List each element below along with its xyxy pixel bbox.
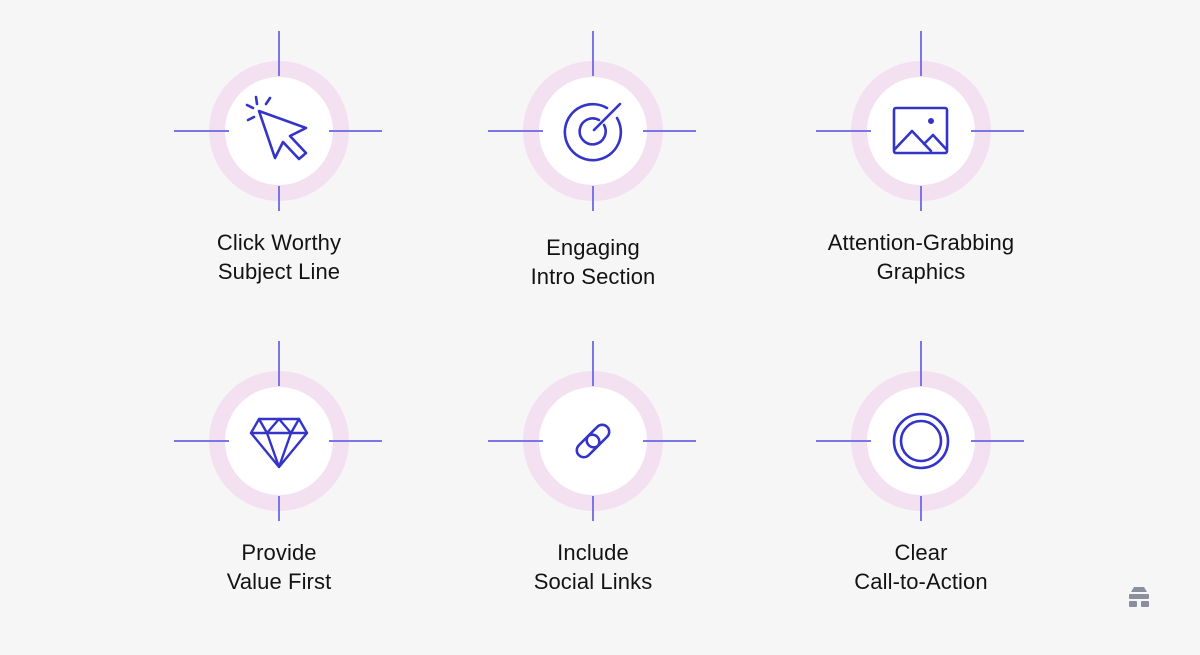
crosshair-target <box>174 31 382 211</box>
feature-label-line1: Clear <box>894 540 948 565</box>
feature-item-social-links: Include Social Links <box>463 341 723 601</box>
feature-label: Include Social Links <box>463 538 723 596</box>
feature-label-line1: Include <box>557 540 629 565</box>
feature-label-line2: Call-to-Action <box>854 569 988 594</box>
feature-label-line2: Intro Section <box>530 264 656 289</box>
feature-label: Attention-Grabbing Graphics <box>791 228 1051 286</box>
feature-label-line1: Provide <box>241 540 317 565</box>
crosshair-target <box>816 341 1024 521</box>
feature-label: Click Worthy Subject Line <box>149 228 409 286</box>
feature-label-line1: Attention-Grabbing <box>827 230 1015 255</box>
crosshair-target <box>816 31 1024 211</box>
feature-label-line1: Click Worthy <box>216 230 342 255</box>
ring-icon <box>892 412 950 470</box>
image-icon <box>892 106 949 155</box>
beehive-logo-icon <box>1129 587 1149 607</box>
cursor-click-icon <box>245 95 308 161</box>
feature-label: Engaging Intro Section <box>463 233 723 291</box>
feature-item-call-to-action: Clear Call-to-Action <box>791 341 1051 601</box>
crosshair-target <box>174 341 382 521</box>
feature-item-subject-line: Click Worthy Subject Line <box>149 31 409 291</box>
feature-item-graphics: Attention-Grabbing Graphics <box>791 31 1051 291</box>
link-icon <box>575 423 611 459</box>
feature-label: Provide Value First <box>149 538 409 596</box>
feature-label-line2: Value First <box>226 569 332 594</box>
feature-label-line2: Subject Line <box>217 259 341 284</box>
target-icon <box>563 102 623 162</box>
feature-item-value-first: Provide Value First <box>149 341 409 601</box>
diamond-icon <box>249 417 309 469</box>
crosshair-target <box>488 341 696 521</box>
feature-label-line2: Graphics <box>876 259 966 284</box>
feature-item-intro-section: Engaging Intro Section <box>463 31 723 291</box>
feature-label-line1: Engaging <box>546 235 640 260</box>
feature-label: Clear Call-to-Action <box>791 538 1051 596</box>
feature-label-line2: Social Links <box>533 569 653 594</box>
crosshair-target <box>488 31 696 211</box>
